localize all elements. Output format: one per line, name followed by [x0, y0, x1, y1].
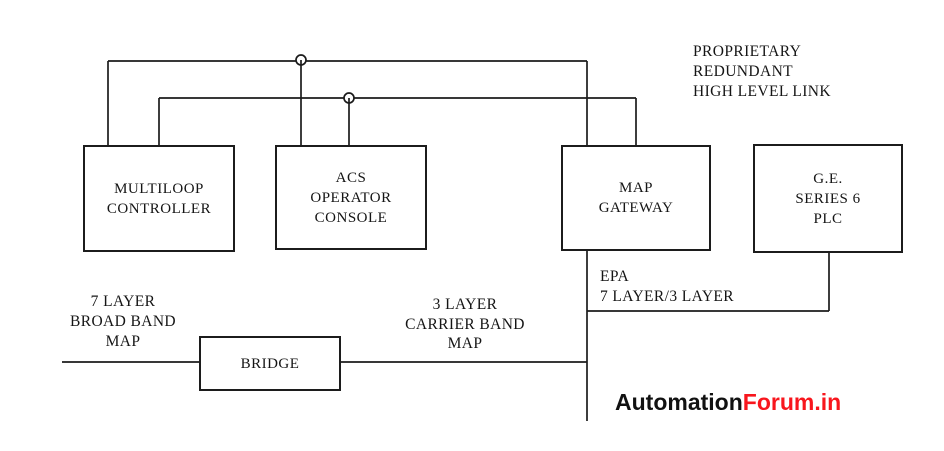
watermark-automationforum: AutomationForum.in	[615, 389, 841, 416]
node-map-gateway: MAP GATEWAY	[561, 145, 711, 251]
label-epa-7layer-3layer: EPA 7 LAYER/3 LAYER	[600, 268, 735, 305]
label-7layer-broadband-map: 7 LAYER BROAD BAND MAP	[69, 293, 177, 350]
node-ge-series6-plc: G.E. SERIES 6 PLC	[753, 144, 903, 253]
watermark-suffix: Forum.in	[742, 389, 842, 415]
node-multiloop-controller: MULTILOOP CONTROLLER	[83, 145, 235, 252]
label-3layer-carrierband-map: 3 LAYER CARRIER BAND MAP	[405, 296, 525, 352]
node-bridge: BRIDGE	[199, 336, 341, 391]
label-proprietary-redundant-link: PROPRIETARY REDUNDANT HIGH LEVEL LINK	[693, 43, 831, 100]
watermark-prefix: Automation	[615, 389, 743, 415]
node-acs-operator-console: ACS OPERATOR CONSOLE	[275, 145, 427, 250]
